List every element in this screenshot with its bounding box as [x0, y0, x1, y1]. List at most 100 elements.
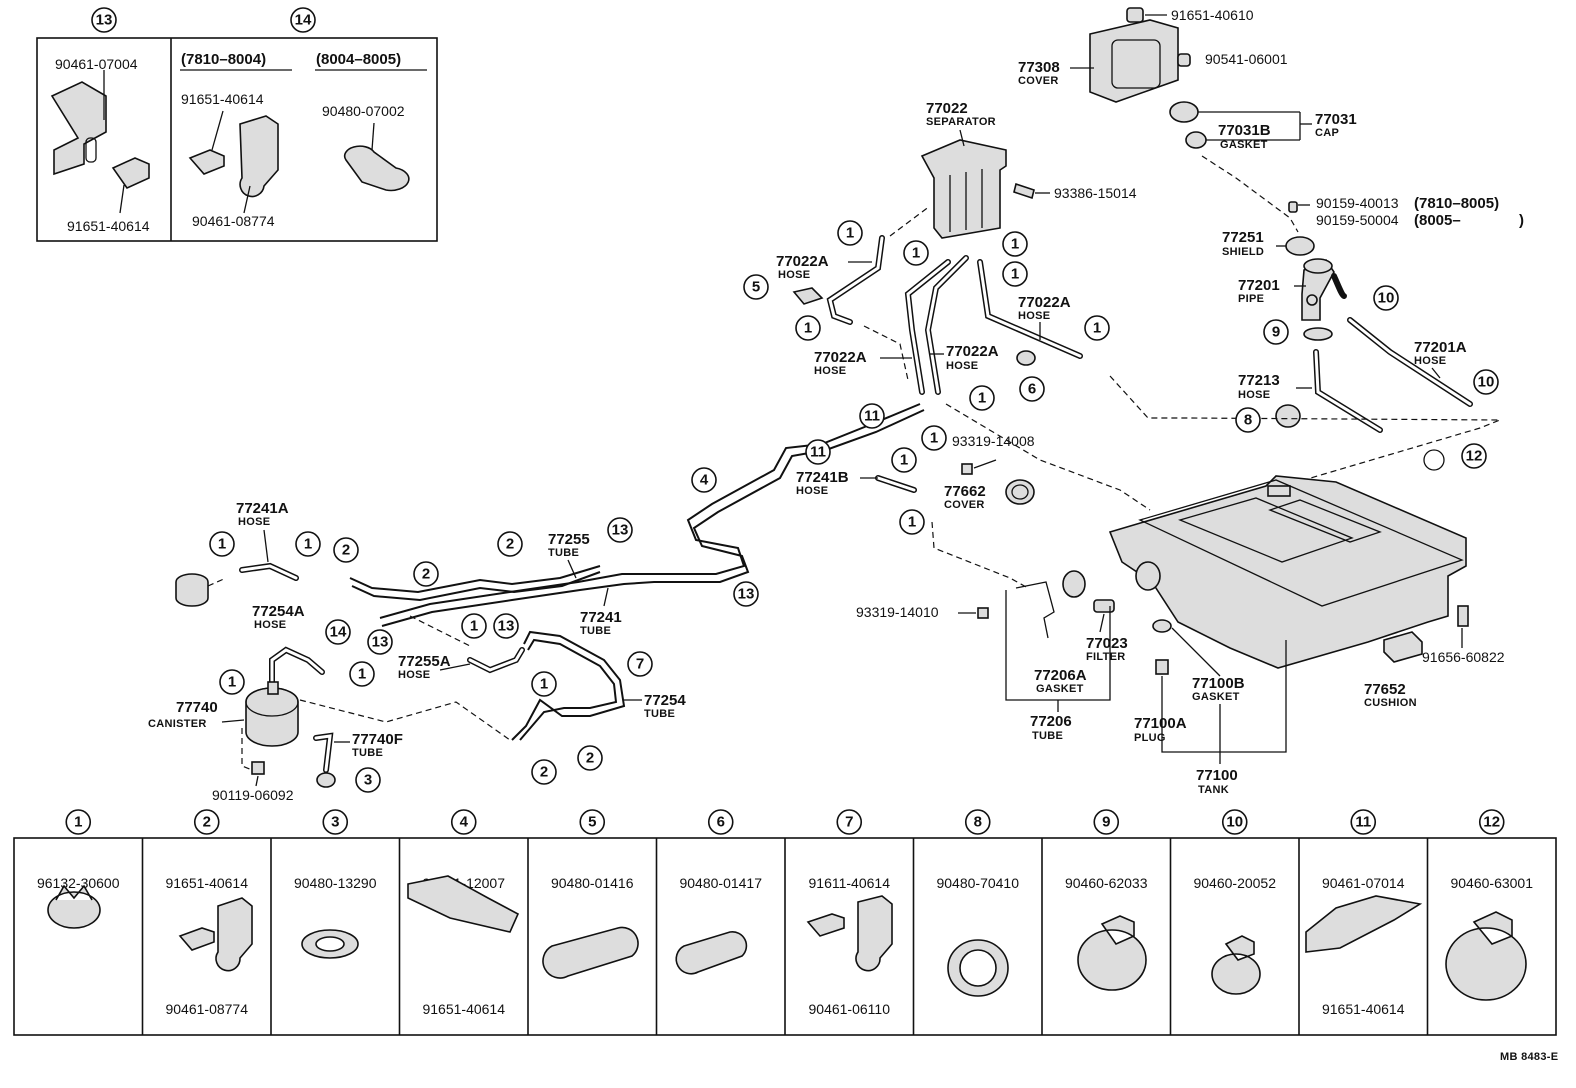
legend-part-91651-40614[interactable]: 91651-40614: [165, 875, 248, 891]
cover-77662-drawing[interactable]: [1005, 479, 1035, 505]
part-90480-07002[interactable]: 90480-07002: [322, 103, 405, 119]
part-91651-40614-inset[interactable]: 91651-40614: [67, 218, 150, 234]
part-77308[interactable]: 77308: [1018, 59, 1060, 76]
callout-14[interactable]: [290, 7, 316, 33]
callout-3-marker[interactable]: [355, 767, 381, 793]
part-77022A-a[interactable]: 77022A: [776, 253, 829, 270]
legend-callout-6[interactable]: [707, 809, 734, 835]
part-77100[interactable]: 77100: [1196, 767, 1238, 784]
callout-7-marker[interactable]: [627, 651, 653, 677]
cover-77308-drawing[interactable]: [1089, 19, 1179, 103]
legend-part-90461-07014[interactable]: 90461-07014: [1322, 875, 1405, 891]
part-77022A-d[interactable]: 77022A: [946, 343, 999, 360]
part-90119-06092[interactable]: 90119-06092: [212, 787, 294, 803]
legend-callout-2[interactable]: [193, 809, 220, 835]
cushion-drawing[interactable]: [1383, 631, 1423, 663]
part-90159-40013[interactable]: 90159-40013: [1316, 195, 1399, 211]
part-77241A[interactable]: 77241A: [236, 500, 289, 517]
legend-part-90460-63001[interactable]: 90460-63001: [1450, 875, 1533, 891]
legend-part-90460-20052[interactable]: 90460-20052: [1193, 875, 1276, 891]
part-91651-40610[interactable]: 91651-40610: [1171, 7, 1254, 23]
callout-1-marker[interactable]: [219, 669, 245, 695]
callout-1-marker[interactable]: [1002, 261, 1028, 287]
part-77022A-c[interactable]: 77022A: [814, 349, 867, 366]
callout-1-marker[interactable]: [837, 220, 863, 246]
part-77740F[interactable]: 77740F: [352, 731, 403, 748]
callout-13-marker[interactable]: [493, 613, 519, 639]
callout-8-marker[interactable]: [1235, 407, 1261, 433]
callout-14-marker[interactable]: [325, 619, 351, 645]
separator-drawing[interactable]: [920, 139, 1007, 239]
callout-1-marker[interactable]: [921, 425, 947, 451]
part-77206[interactable]: 77206: [1030, 713, 1072, 730]
part-77213[interactable]: 77213: [1238, 372, 1280, 389]
legend-part-90460-62033[interactable]: 90460-62033: [1065, 875, 1148, 891]
part-77652[interactable]: 77652: [1364, 681, 1406, 698]
part-77241B[interactable]: 77241B: [796, 469, 849, 486]
part-77206A[interactable]: 77206A: [1034, 667, 1087, 684]
part-91651-40614-b[interactable]: 91651-40614: [181, 91, 264, 107]
part-77031[interactable]: 77031: [1315, 111, 1357, 128]
callout-1-marker[interactable]: [1002, 231, 1028, 257]
part-77201[interactable]: 77201: [1238, 277, 1280, 294]
canister-drawing[interactable]: [245, 687, 299, 747]
callout-6-marker[interactable]: [1019, 376, 1045, 402]
legend-part-90480-13290[interactable]: 90480-13290: [294, 875, 377, 891]
cap-drawing[interactable]: [1169, 101, 1199, 123]
callout-2-marker[interactable]: [333, 537, 359, 563]
callout-13-marker[interactable]: [607, 517, 633, 543]
legend-callout-1[interactable]: [65, 809, 92, 835]
legend-callout-9[interactable]: [1093, 809, 1120, 835]
callout-5-marker[interactable]: [743, 274, 769, 300]
legend-part-91651-40614[interactable]: 91651-40614: [1322, 1001, 1405, 1017]
legend-callout-7[interactable]: [836, 809, 863, 835]
legend-part-90461-08774[interactable]: 90461-08774: [165, 1001, 248, 1017]
part-93319-14008[interactable]: 93319-14008: [952, 433, 1035, 449]
callout-1-marker[interactable]: [899, 509, 925, 535]
callout-1-marker[interactable]: [531, 671, 557, 697]
part-77031B[interactable]: 77031B: [1218, 122, 1271, 139]
callout-2-marker[interactable]: [413, 561, 439, 587]
part-77740[interactable]: 77740: [176, 699, 218, 716]
callout-1-marker[interactable]: [1084, 315, 1110, 341]
part-77255A[interactable]: 77255A: [398, 653, 451, 670]
part-90541-06001[interactable]: 90541-06001: [1205, 51, 1288, 67]
callout-12-marker[interactable]: [1461, 443, 1487, 469]
callout-9-marker[interactable]: [1263, 319, 1289, 345]
legend-part-91611-40614[interactable]: 91611-40614: [809, 875, 891, 891]
callout-2-marker[interactable]: [531, 759, 557, 785]
callout-13-marker[interactable]: [367, 629, 393, 655]
callout-1-marker[interactable]: [795, 315, 821, 341]
legend-part-96132-30600[interactable]: 96132-30600: [37, 875, 120, 891]
gasket-77206A-drawing[interactable]: [1062, 570, 1086, 598]
legend-callout-4[interactable]: [450, 809, 477, 835]
part-77241[interactable]: 77241: [580, 609, 622, 626]
part-77100A[interactable]: 77100A: [1134, 715, 1187, 732]
part-77254A[interactable]: 77254A: [252, 603, 305, 620]
part-77662[interactable]: 77662: [944, 483, 986, 500]
callout-13-marker[interactable]: [733, 581, 759, 607]
part-93386-15014[interactable]: 93386-15014: [1054, 185, 1137, 201]
legend-part-91651-40614[interactable]: 91651-40614: [422, 1001, 505, 1017]
part-93319-14010[interactable]: 93319-14010: [856, 604, 939, 620]
callout-1-marker[interactable]: [903, 240, 929, 266]
legend-callout-3[interactable]: [322, 809, 349, 835]
callout-1-marker[interactable]: [209, 531, 235, 557]
callout-4-marker[interactable]: [691, 467, 717, 493]
part-90159-50004[interactable]: 90159-50004: [1316, 212, 1399, 228]
legend-callout-12[interactable]: [1478, 809, 1505, 835]
callout-11-marker[interactable]: [805, 439, 831, 465]
part-77251[interactable]: 77251: [1222, 229, 1264, 246]
filter-drawing[interactable]: [1093, 599, 1115, 613]
plug-drawing[interactable]: [1155, 659, 1169, 675]
part-90461-08774-inset[interactable]: 90461-08774: [192, 213, 275, 229]
part-77022[interactable]: 77022: [926, 100, 968, 117]
part-77023[interactable]: 77023: [1086, 635, 1128, 652]
legend-part-90480-70410[interactable]: 90480-70410: [936, 875, 1019, 891]
part-90461-07004[interactable]: 90461-07004: [55, 56, 138, 72]
callout-2-marker[interactable]: [577, 745, 603, 771]
gasket-drawing[interactable]: [1185, 131, 1207, 149]
legend-callout-5[interactable]: [579, 809, 606, 835]
callout-1-marker[interactable]: [969, 385, 995, 411]
legend-callout-8[interactable]: [964, 809, 991, 835]
